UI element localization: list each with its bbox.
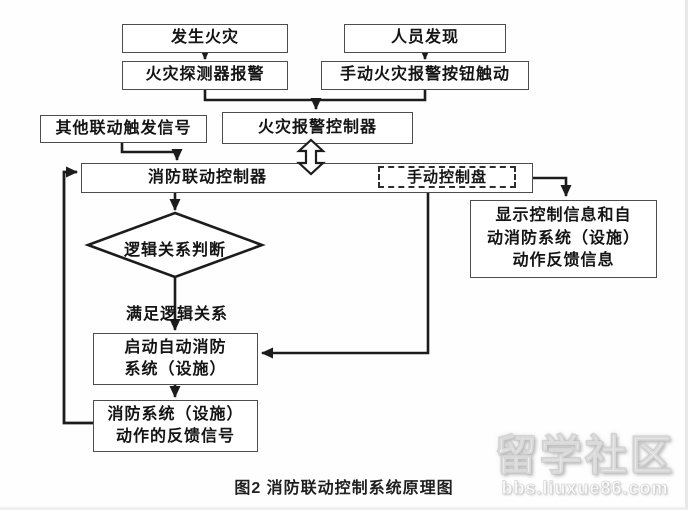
node-fire-occurs: 发生火灾 <box>122 24 288 53</box>
node-start-system: 启动自动消防 系统（设施） <box>93 333 258 385</box>
node-start-system-line2: 系统（设施） <box>124 361 227 378</box>
connector-other-trigger <box>120 143 183 161</box>
node-start-system-line1: 启动自动消防 <box>124 338 227 356</box>
decision-diamond-label: 逻辑关系判断 <box>123 242 226 259</box>
node-display-info-line2: 动消防系统（设施） <box>486 229 640 247</box>
node-manual-panel: 手动控制盘 <box>378 166 516 188</box>
connector-controller-to-display <box>533 176 572 197</box>
node-person-found: 人员发现 <box>344 24 506 53</box>
connector-alarm-merge <box>203 90 427 102</box>
node-linkage-controller-label: 消防联动控制器 <box>148 168 268 186</box>
node-feedback-signal-line2: 动作的反馈信号 <box>115 428 235 445</box>
figure-caption: 图2 消防联动控制系统原理图 <box>234 480 454 497</box>
node-other-trigger-label: 其他联动触发信号 <box>55 119 192 137</box>
node-detector-alarm: 火灾探测器报警 <box>122 61 288 90</box>
node-feedback-signal-line1: 消防系统（设施） <box>107 405 244 423</box>
node-manual-button-label: 手动火灾报警按钮触动 <box>339 66 510 84</box>
connector-feedback-loop <box>62 166 93 425</box>
node-display-info-line3: 动作反馈信息 <box>512 252 615 270</box>
node-linkage-controller: 消防联动控制器 手动控制盘 <box>81 163 533 193</box>
node-display-info: 显示控制信息和自 动消防系统（设施） 动作反馈信息 <box>470 200 657 278</box>
node-feedback-signal: 消防系统（设施） 动作的反馈信号 <box>93 400 258 452</box>
node-alarm-controller: 火灾报警控制器 <box>222 112 413 144</box>
node-other-trigger: 其他联动触发信号 <box>40 115 207 143</box>
node-person-found-label: 人员发现 <box>390 29 459 47</box>
connector-manual-to-start <box>261 193 430 359</box>
node-alarm-controller-label: 火灾报警控制器 <box>257 118 377 136</box>
node-fire-occurs-label: 发生火灾 <box>170 29 239 47</box>
node-manual-panel-label: 手动控制盘 <box>406 168 487 186</box>
node-manual-button: 手动火灾报警按钮触动 <box>321 61 529 90</box>
node-detector-alarm-label: 火灾探测器报警 <box>145 66 265 84</box>
node-display-info-line1: 显示控制信息和自 <box>495 207 632 225</box>
decision-diamond-shape <box>84 211 266 279</box>
condition-label: 满足逻辑关系 <box>125 306 228 323</box>
